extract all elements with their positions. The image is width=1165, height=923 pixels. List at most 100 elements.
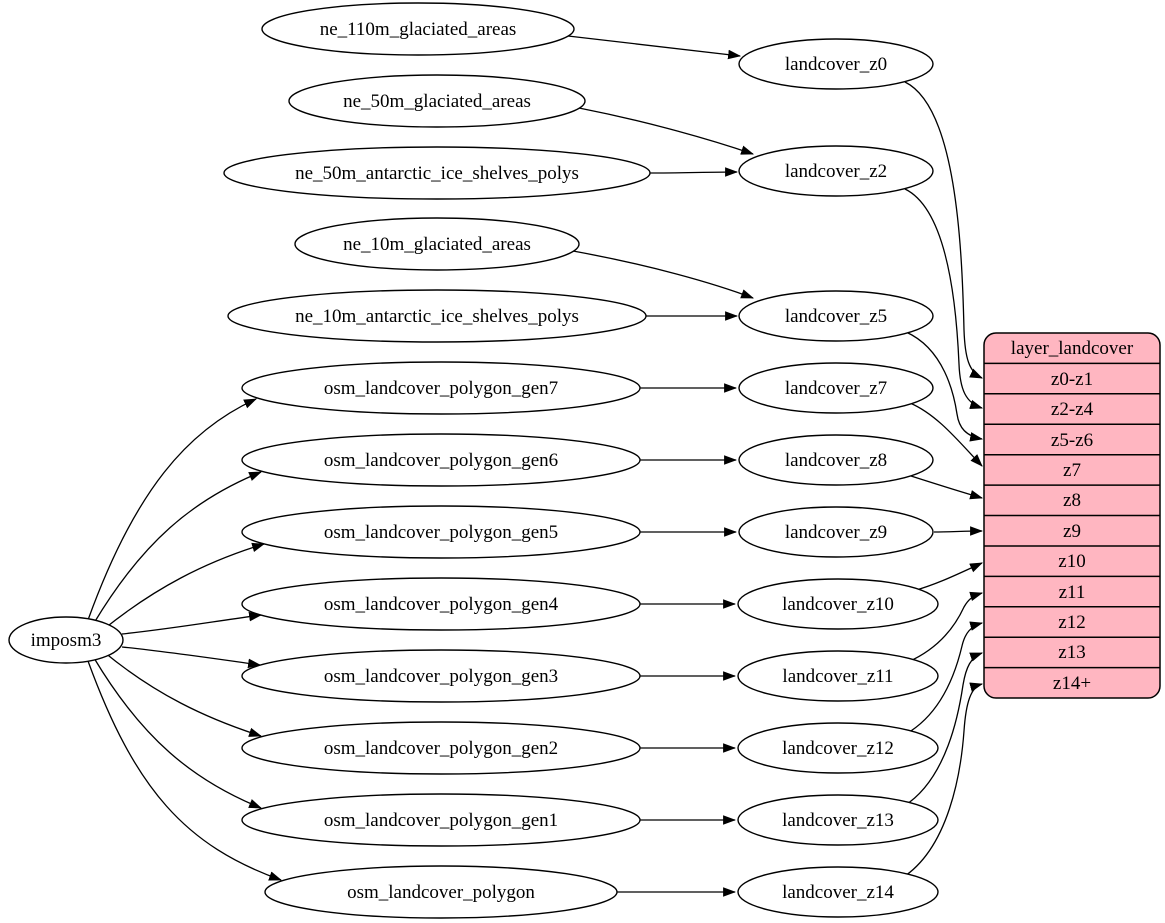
node-landcover-z0-label: landcover_z0 xyxy=(785,54,887,75)
record-row-z5-z6: z5-z6 xyxy=(1051,430,1093,451)
node-osm-landcover-polygon-gen5: osm_landcover_polygon_gen5 xyxy=(241,505,641,559)
node-landcover-z5-label: landcover_z5 xyxy=(785,306,887,327)
node-osm-landcover-polygon-gen7-shape xyxy=(241,361,641,415)
record-row-z8: z8 xyxy=(1063,490,1081,511)
node-osm-landcover-polygon-gen4: osm_landcover_polygon_gen4 xyxy=(241,577,641,631)
node-landcover-z8-label: landcover_z8 xyxy=(785,450,887,471)
edge-landcover-z8-to-row-z8 xyxy=(910,475,984,500)
node-landcover-z5-shape xyxy=(738,290,934,342)
node-osm-landcover-polygon-gen5-label: osm_landcover_polygon_gen5 xyxy=(324,522,558,543)
node-osm-landcover-polygon-gen1: osm_landcover_polygon_gen1 xyxy=(241,793,641,847)
node-landcover-z8: landcover_z8 xyxy=(738,434,934,486)
edge-landcover-z9-to-row-z9 xyxy=(933,526,984,536)
edge-landcover-z2-to-row-z2-z4 xyxy=(904,188,984,409)
node-osm-landcover-polygon-gen5-shape xyxy=(241,505,641,559)
node-landcover-z7-label: landcover_z7 xyxy=(785,378,887,399)
node-osm-landcover-polygon-gen7: osm_landcover_polygon_gen7 xyxy=(241,361,641,415)
edge-landcover-z12-to-row-z12 xyxy=(905,621,984,735)
node-osm-landcover-polygon-gen2: osm_landcover_polygon_gen2 xyxy=(241,721,641,775)
edge-imposm3-to-osm-landcover-polygon xyxy=(87,660,283,881)
node-ne-110m-glaciated-areas-label: ne_110m_glaciated_areas xyxy=(320,19,517,40)
edge-imposm3-to-osm-landcover-polygon-gen1 xyxy=(93,657,263,809)
nodes: ne_110m_glaciated_areas ne_50m_glaciated… xyxy=(8,2,939,919)
record-row-z7: z7 xyxy=(1063,460,1081,481)
node-osm-landcover-polygon-gen6-shape xyxy=(241,433,641,487)
node-osm-landcover-polygon-gen3: osm_landcover_polygon_gen3 xyxy=(241,649,641,703)
node-landcover-z12-shape xyxy=(737,722,939,774)
node-landcover-z2-shape xyxy=(738,145,934,197)
node-landcover-z11-shape xyxy=(737,650,939,702)
edge-imposm3-to-osm-landcover-polygon-gen5 xyxy=(103,542,266,630)
edge-landcover-z0-to-row-z0-z1 xyxy=(904,81,983,379)
node-landcover-z0-shape xyxy=(738,38,934,90)
record-row-z9: z9 xyxy=(1063,521,1081,542)
edge-landcover-z7-to-row-z7 xyxy=(909,402,983,467)
node-landcover-z14: landcover_z14 xyxy=(737,866,939,918)
node-osm-landcover-polygon-label: osm_landcover_polygon xyxy=(347,882,535,903)
node-osm-landcover-polygon-gen4-label: osm_landcover_polygon_gen4 xyxy=(324,594,559,615)
node-landcover-z7: landcover_z7 xyxy=(738,362,934,414)
node-ne-10m-glaciated-areas-shape xyxy=(294,217,580,271)
node-landcover-z11: landcover_z11 xyxy=(737,650,939,702)
edge-landcover-z11-to-row-z11 xyxy=(907,591,984,663)
node-osm-landcover-polygon-shape xyxy=(264,865,618,919)
edge-ne-50m-antarctic-ice-shelves-polys-to-landcover-z2 xyxy=(649,167,739,177)
node-landcover-z10-shape xyxy=(737,578,939,630)
node-ne-10m-antarctic-ice-shelves-polys-label: ne_10m_antarctic_ice_shelves_polys xyxy=(295,306,579,327)
node-imposm3: imposm3 xyxy=(8,616,124,664)
record-row-z10: z10 xyxy=(1058,551,1085,572)
record-row-z13: z13 xyxy=(1058,642,1085,663)
record-row-z11: z11 xyxy=(1059,582,1086,603)
edge-imposm3-to-osm-landcover-polygon-gen4 xyxy=(121,611,263,635)
node-landcover-z13: landcover_z13 xyxy=(737,794,939,846)
node-ne-50m-antarctic-ice-shelves-polys-shape xyxy=(223,146,651,200)
edge-landcover-z5-to-row-z5-z6 xyxy=(905,331,984,442)
node-ne-10m-antarctic-ice-shelves-polys: ne_10m_antarctic_ice_shelves_polys xyxy=(227,289,647,343)
record-row-z14plus: z14+ xyxy=(1053,673,1091,694)
node-ne-50m-antarctic-ice-shelves-polys-label: ne_50m_antarctic_ice_shelves_polys xyxy=(295,163,579,184)
node-osm-landcover-polygon-gen2-label: osm_landcover_polygon_gen2 xyxy=(324,738,558,759)
edge-landcover-z13-to-row-z13 xyxy=(903,652,984,807)
edges xyxy=(87,35,984,897)
record-layer-landcover: layer_landcover z0-z1 z2-z4 z5-z6 z7 z8 … xyxy=(983,332,1161,699)
node-landcover-z10-label: landcover_z10 xyxy=(782,594,894,615)
node-landcover-z9-label: landcover_z9 xyxy=(785,522,887,543)
node-landcover-z14-label: landcover_z14 xyxy=(782,882,894,903)
node-osm-landcover-polygon-gen1-shape xyxy=(241,793,641,847)
node-ne-50m-antarctic-ice-shelves-polys: ne_50m_antarctic_ice_shelves_polys xyxy=(223,146,651,200)
node-landcover-z12: landcover_z12 xyxy=(737,722,939,774)
node-osm-landcover-polygon-gen3-label: osm_landcover_polygon_gen3 xyxy=(324,666,558,687)
node-landcover-z2-label: landcover_z2 xyxy=(785,161,887,182)
node-ne-50m-glaciated-areas: ne_50m_glaciated_areas xyxy=(288,74,586,128)
node-osm-landcover-polygon: osm_landcover_polygon xyxy=(264,865,618,919)
node-osm-landcover-polygon-gen6-label: osm_landcover_polygon_gen6 xyxy=(324,450,558,471)
edge-landcover-z14-to-row-z14plus xyxy=(901,682,984,879)
edge-imposm3-to-osm-landcover-polygon-gen2 xyxy=(103,651,263,737)
node-ne-10m-glaciated-areas: ne_10m_glaciated_areas xyxy=(294,217,580,271)
node-landcover-z14-shape xyxy=(737,866,939,918)
edge-ne-10m-glaciated-areas-to-landcover-z5 xyxy=(572,250,755,299)
node-landcover-z2: landcover_z2 xyxy=(738,145,934,197)
edge-ne-50m-glaciated-areas-to-landcover-z2 xyxy=(578,107,755,155)
node-landcover-z7-shape xyxy=(738,362,934,414)
node-osm-landcover-polygon-gen4-shape xyxy=(241,577,641,631)
edge-imposm3-to-osm-landcover-polygon-gen3 xyxy=(121,646,262,669)
node-osm-landcover-polygon-gen1-label: osm_landcover_polygon_gen1 xyxy=(324,810,558,831)
record-title: layer_landcover xyxy=(1011,338,1134,359)
node-imposm3-label: imposm3 xyxy=(31,630,102,651)
node-landcover-z8-shape xyxy=(738,434,934,486)
node-landcover-z10: landcover_z10 xyxy=(737,578,939,630)
node-landcover-z0: landcover_z0 xyxy=(738,38,934,90)
record-row-z2-z4: z2-z4 xyxy=(1051,399,1094,420)
node-osm-landcover-polygon-gen2-shape xyxy=(241,721,641,775)
node-landcover-z9-shape xyxy=(738,506,934,558)
node-landcover-z5: landcover_z5 xyxy=(738,290,934,342)
node-ne-50m-glaciated-areas-label: ne_50m_glaciated_areas xyxy=(343,91,531,112)
node-landcover-z9: landcover_z9 xyxy=(738,506,934,558)
node-ne-10m-antarctic-ice-shelves-polys-shape xyxy=(227,289,647,343)
edge-ne-110m-glaciated-areas-to-landcover-z0 xyxy=(567,35,742,60)
edge-landcover-z10-to-row-z10 xyxy=(912,562,983,592)
edge-imposm3-to-osm-landcover-polygon-gen6 xyxy=(93,471,263,624)
